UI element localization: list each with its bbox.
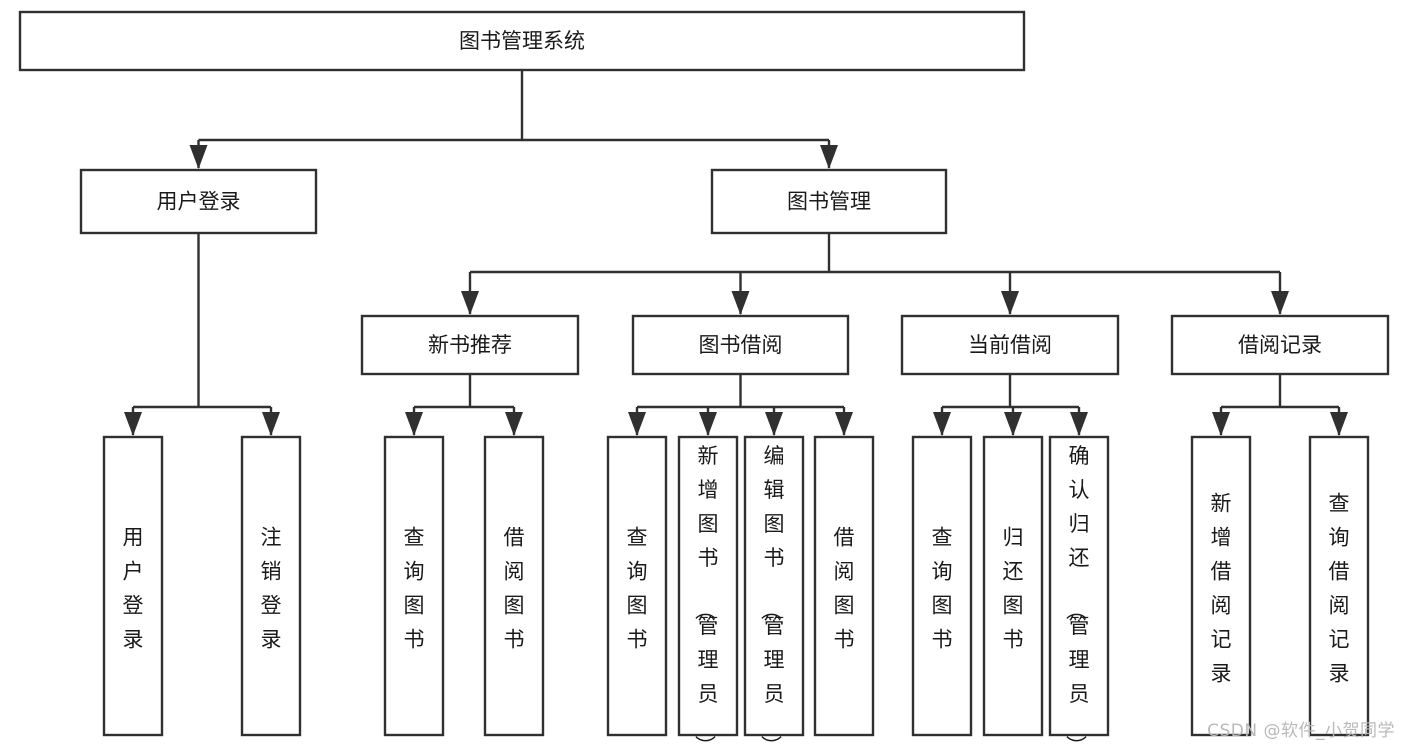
node-label-leaf-add-record: 新增借阅记录 [1211, 492, 1232, 686]
arrow-head-icon [124, 412, 142, 436]
arrow-head-icon [835, 412, 853, 436]
node-label-book-manage: 图书管理 [787, 190, 871, 214]
node-root[interactable]: 图书管理系统 [18, 10, 1026, 72]
node-box-book-manage[interactable] [710, 168, 948, 235]
arrow-head-icon [262, 412, 280, 436]
arrow-head-icon [820, 145, 838, 169]
arrow-head-icon [933, 412, 951, 436]
node-box-leaf-user-login[interactable] [102, 435, 164, 737]
node-box-new-book-rec[interactable] [360, 314, 580, 376]
node-layer: 图书管理系统用户登录图书管理新书推荐图书借阅当前借阅借阅记录用户登录注销登录查询… [18, 10, 1390, 747]
node-label-leaf-borrow-book-1: 借阅图书 [504, 526, 525, 652]
node-box-leaf-add-record[interactable] [1190, 435, 1252, 737]
node-box-book-borrow[interactable] [631, 314, 850, 376]
node-box-leaf-user-logout[interactable] [240, 435, 302, 737]
node-box-leaf-query-record[interactable] [1308, 435, 1370, 737]
node-user-login[interactable]: 用户登录 [79, 168, 318, 235]
node-box-leaf-query-book-1[interactable] [383, 435, 445, 737]
node-label-leaf-user-login: 用户登录 [123, 526, 144, 652]
node-leaf-edit-book[interactable]: 编辑图书（管理员） [743, 435, 805, 747]
arrow-head-icon [699, 412, 717, 436]
node-label-leaf-user-logout: 注销登录 [261, 526, 282, 652]
node-box-leaf-borrow-book-2[interactable] [813, 435, 875, 737]
arrow-head-icon [1004, 412, 1022, 436]
node-box-leaf-query-book-3[interactable] [911, 435, 973, 737]
node-book-manage[interactable]: 图书管理 [710, 168, 948, 235]
node-box-root[interactable] [18, 10, 1026, 72]
node-label-current-borrow: 当前借阅 [968, 333, 1052, 357]
node-label-leaf-query-record: 查询借阅记录 [1329, 492, 1350, 686]
arrow-head-icon [189, 145, 208, 169]
node-leaf-user-login[interactable]: 用户登录 [102, 435, 164, 737]
node-leaf-add-book[interactable]: 新增图书（管理员） [677, 435, 739, 747]
node-box-leaf-add-book[interactable] [677, 435, 739, 737]
node-leaf-query-record[interactable]: 查询借阅记录 [1308, 435, 1370, 737]
node-box-user-login[interactable] [79, 168, 318, 235]
node-label-new-book-rec: 新书推荐 [428, 333, 512, 357]
arrow-head-icon [405, 412, 423, 436]
node-leaf-borrow-book-1[interactable]: 借阅图书 [483, 435, 545, 737]
node-label-leaf-edit-book: 编辑图书（管理员） [759, 444, 785, 747]
connector-layer [124, 70, 1348, 436]
node-label-leaf-confirm-return: 确认归还（管理员） [1064, 444, 1090, 747]
node-box-current-borrow[interactable] [900, 314, 1120, 376]
node-leaf-query-book-2[interactable]: 查询图书 [606, 435, 668, 737]
arrow-head-icon [505, 412, 523, 436]
node-leaf-query-book-1[interactable]: 查询图书 [383, 435, 445, 737]
node-label-leaf-query-book-2: 查询图书 [627, 526, 648, 652]
node-leaf-add-record[interactable]: 新增借阅记录 [1190, 435, 1252, 737]
node-new-book-rec[interactable]: 新书推荐 [360, 314, 580, 376]
node-label-user-login: 用户登录 [157, 190, 241, 214]
arrow-head-icon [1330, 412, 1348, 436]
node-leaf-confirm-return[interactable]: 确认归还（管理员） [1048, 435, 1110, 747]
node-label-leaf-query-book-3: 查询图书 [932, 526, 953, 652]
arrow-head-icon [765, 412, 783, 436]
node-box-borrow-record[interactable] [1170, 314, 1390, 376]
node-leaf-user-logout[interactable]: 注销登录 [240, 435, 302, 737]
arrow-head-icon [1070, 412, 1088, 436]
arrow-head-icon [1001, 291, 1019, 315]
node-leaf-borrow-book-2[interactable]: 借阅图书 [813, 435, 875, 737]
node-label-leaf-borrow-book-2: 借阅图书 [834, 526, 855, 652]
node-current-borrow[interactable]: 当前借阅 [900, 314, 1120, 376]
arrow-head-icon [1212, 412, 1230, 436]
node-box-leaf-borrow-book-1[interactable] [483, 435, 545, 737]
node-box-leaf-confirm-return[interactable] [1048, 435, 1110, 737]
node-leaf-return-book[interactable]: 归还图书 [982, 435, 1044, 737]
arrow-head-icon [628, 412, 646, 436]
node-label-borrow-record: 借阅记录 [1238, 333, 1322, 357]
node-label-book-borrow: 图书借阅 [699, 333, 783, 357]
node-box-leaf-edit-book[interactable] [743, 435, 805, 737]
node-book-borrow[interactable]: 图书借阅 [631, 314, 850, 376]
node-label-leaf-query-book-1: 查询图书 [404, 526, 425, 652]
arrow-head-icon [461, 291, 479, 315]
node-label-leaf-add-book: 新增图书（管理员） [693, 444, 719, 747]
node-label-root: 图书管理系统 [459, 29, 585, 53]
arrow-head-icon [731, 291, 750, 315]
node-box-leaf-query-book-2[interactable] [606, 435, 668, 737]
node-leaf-query-book-3[interactable]: 查询图书 [911, 435, 973, 737]
node-box-leaf-return-book[interactable] [982, 435, 1044, 737]
node-label-leaf-return-book: 归还图书 [1003, 526, 1024, 652]
node-borrow-record[interactable]: 借阅记录 [1170, 314, 1390, 376]
csdn-watermark: CSDN @软件_小贺同学 [1207, 721, 1395, 741]
arrow-head-icon [1271, 291, 1289, 315]
